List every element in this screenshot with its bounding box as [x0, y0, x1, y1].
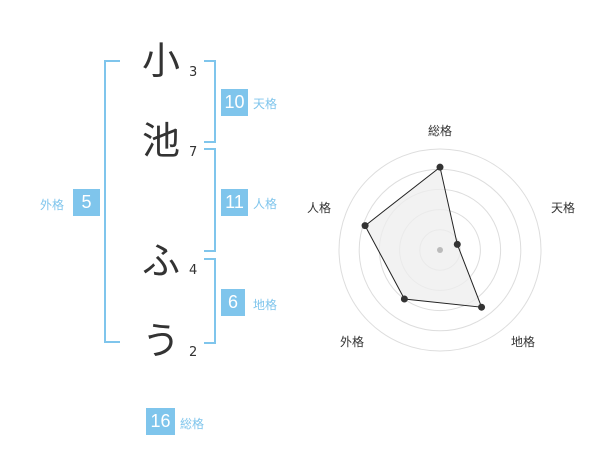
gaikaku-bracket [104, 60, 120, 343]
name-char-3: ふ [141, 239, 180, 283]
name-char-2: 池 [141, 119, 180, 163]
tenkaku-value-badge: 10 [221, 89, 248, 116]
chikaku-value-badge: 6 [221, 289, 245, 316]
radar-axis-label-soukaku: 総格 [428, 123, 452, 138]
radar-ring [338, 148, 542, 352]
radar-point-2 [453, 240, 461, 248]
jinkaku-bracket [204, 148, 216, 252]
name-char-1: 小 [141, 39, 180, 83]
radar-axis-label-jinkaku: 人格 [307, 200, 331, 215]
radar-point-4 [400, 295, 408, 303]
name-char-4: う [141, 319, 180, 363]
radar-axis-label-gaikaku: 外格 [340, 334, 364, 349]
jinkaku-label: 人格 [253, 197, 278, 211]
soukaku-label: 総格 [180, 417, 205, 431]
stroke-count-1: 3 [189, 65, 198, 80]
stroke-count-4: 2 [189, 345, 198, 360]
radar-area [364, 166, 483, 308]
radar-point-5 [361, 222, 369, 230]
soukaku-value-badge: 16 [146, 408, 175, 435]
gaikaku-value-badge: 5 [73, 189, 100, 216]
radar-point-1 [436, 163, 444, 171]
gaikaku-label: 外格 [40, 198, 65, 212]
jinkaku-value-badge: 11 [221, 189, 248, 216]
stroke-count-2: 7 [189, 145, 198, 160]
radar-points [361, 163, 486, 311]
chikaku-bracket [204, 258, 216, 344]
radar-center-dot [437, 247, 443, 253]
radar-axis-label-chikaku: 地格 [511, 334, 535, 349]
radar-point-3 [478, 303, 486, 311]
tenkaku-label: 天格 [253, 97, 278, 111]
stroke-count-3: 4 [189, 263, 198, 278]
chikaku-label: 地格 [253, 298, 278, 312]
radar-axis-label-tenkaku: 天格 [551, 200, 575, 215]
tenkaku-bracket [204, 60, 216, 143]
